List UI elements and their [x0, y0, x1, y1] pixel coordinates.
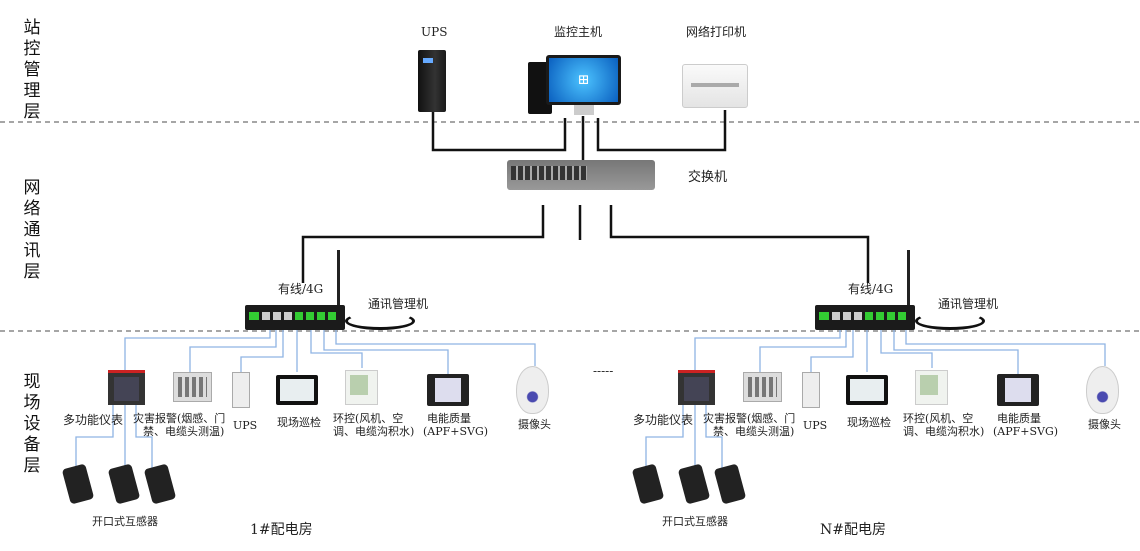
gateway-label: 通讯管理机 [368, 297, 429, 311]
ups-tower-icon [418, 50, 446, 112]
camera-icon [1086, 366, 1119, 414]
power-quality-device-icon [997, 374, 1039, 406]
printer-label: 网络打印机 [686, 25, 747, 39]
patrol-label: 现场巡检 [847, 416, 891, 429]
fire-alarm-panel-icon [173, 372, 212, 402]
link-meter [124, 330, 271, 370]
patrol-label: 现场巡检 [277, 416, 321, 429]
printer-icon [682, 64, 748, 108]
environment-controller-icon [915, 370, 948, 405]
alarm-label: 灾害报警(烟感、门禁、电缆头测温) [133, 412, 226, 438]
link-camera [905, 330, 1106, 366]
ups-label: UPS [421, 25, 448, 39]
ups-label: UPS [233, 419, 258, 432]
power-room-1: 有线/4G 通讯管理机 多功能仪表 灾害报警(烟感、门禁、电缆头测温) UPS … [570, 0, 1140, 551]
layer-label-station: 站控管理层 [23, 18, 41, 122]
monitor-stand-icon [574, 105, 594, 115]
antenna-icon [337, 250, 340, 306]
ct-label: 开口式互感器 [662, 515, 728, 528]
link-pq [893, 330, 1019, 374]
switch-to-room1 [301, 205, 545, 283]
cable-icon [915, 312, 985, 330]
patrol-screen-icon [276, 375, 318, 405]
ct-label: 开口式互感器 [92, 515, 158, 528]
room-name: 1#配电房 [250, 522, 313, 538]
environment-controller-icon [345, 370, 378, 405]
windows-logo-icon: ⊞ [549, 58, 618, 102]
link-ct-1 [645, 405, 684, 468]
link-ups [810, 330, 854, 372]
power-quality-label: 电能质量(APF+SVG) [423, 412, 489, 438]
meter-label: 多功能仪表 [633, 413, 694, 427]
host-label: 监控主机 [554, 25, 603, 39]
gateway-link-label: 有线/4G [278, 282, 324, 296]
alarm-label: 灾害报警(烟感、门禁、电缆头测温) [703, 412, 796, 438]
communication-gateway-icon [815, 305, 915, 330]
network-switch-icon [507, 160, 655, 190]
antenna-icon [907, 250, 910, 306]
power-quality-device-icon [427, 374, 469, 406]
multifunction-meter-icon [678, 370, 715, 405]
power-room-0: 有线/4G 通讯管理机 多功能仪表 灾害报警(烟感、门禁、电缆头测温) UPS … [61, 250, 551, 538]
link-ct-3 [135, 405, 153, 468]
ups-cabinet-icon [802, 372, 820, 408]
communication-gateway-icon [245, 305, 345, 330]
field-bus-lines [645, 330, 1106, 468]
more-rooms-separator: ----- [593, 364, 614, 378]
link-meter [694, 330, 841, 370]
monitor-icon: ⊞ [546, 55, 621, 105]
cable-icon [345, 312, 415, 330]
layer-label-network: 网络通讯层 [23, 178, 41, 282]
camera-label: 摄像头 [518, 418, 551, 431]
ups-label: UPS [803, 419, 828, 432]
gateway-link-label: 有线/4G [848, 282, 894, 296]
link-ct-3 [705, 405, 723, 468]
link-env [310, 330, 363, 368]
multifunction-meter-icon [108, 370, 145, 405]
room-name: N#配电房 [820, 522, 886, 538]
link-ct-1 [75, 405, 114, 468]
switch-label: 交换机 [688, 170, 728, 185]
ups-cabinet-icon [232, 372, 250, 408]
patrol-screen-icon [846, 375, 888, 405]
field-bus-lines [75, 330, 536, 468]
link-alarm [189, 330, 277, 372]
fire-alarm-panel-icon [743, 372, 782, 402]
link-alarm [759, 330, 847, 372]
power-quality-label: 电能质量(APF+SVG) [993, 412, 1059, 438]
meter-label: 多功能仪表 [63, 413, 124, 427]
ups-link [431, 112, 567, 152]
printer-link [596, 110, 727, 152]
camera-icon [516, 366, 549, 414]
environment-label: 环控(风机、空调、电缆沟积水) [903, 412, 985, 438]
environment-label: 环控(风机、空调、电缆沟积水) [333, 412, 415, 438]
gateway-label: 通讯管理机 [938, 297, 999, 311]
camera-label: 摄像头 [1088, 418, 1121, 431]
link-ups [240, 330, 284, 372]
link-camera [335, 330, 536, 366]
link-env [880, 330, 933, 368]
link-pq [323, 330, 449, 374]
switch-to-roomN [609, 205, 870, 283]
layer-label-field: 现场设备层 [23, 372, 41, 476]
